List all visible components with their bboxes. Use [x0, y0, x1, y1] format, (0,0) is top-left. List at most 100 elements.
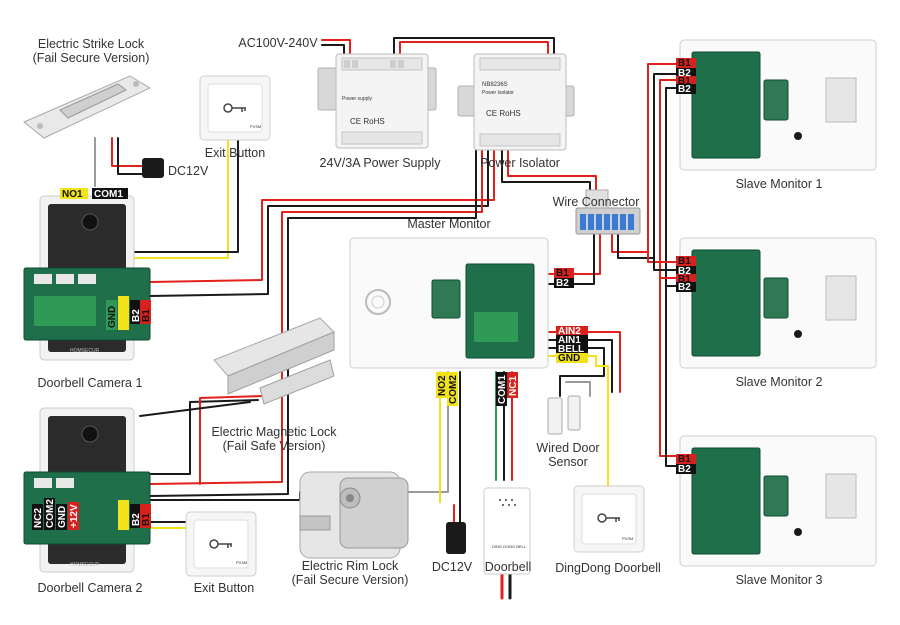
- caption-power-supply: 24V/3A Power Supply: [320, 156, 442, 170]
- caption-strike-lock-2: (Fail Secure Version): [33, 51, 150, 65]
- electric-magnetic-lock: [213, 317, 335, 405]
- camera-2-brand: HOMSECUR: [70, 562, 100, 568]
- camera-2-side-tags: NC2 COM2 GND +12V B2 B1: [32, 498, 152, 530]
- wire-iso-conn-black: [501, 149, 591, 191]
- slave-2-tags: B1 B2 B1 B2: [676, 256, 696, 293]
- master-relay2-tags: NO2 COM2: [436, 372, 459, 406]
- tag-b1: B1: [141, 513, 152, 526]
- slave-monitor-1: [679, 39, 877, 171]
- wire-cam2-up: [139, 401, 251, 417]
- electric-rim-lock: [299, 471, 409, 559]
- tag-12v: +12V: [69, 504, 80, 528]
- isolator-model: NB8236S: [482, 82, 508, 88]
- wire-psu-iso-red: [399, 41, 549, 57]
- terminal-tags: B1 B2 B1 B2 B1 B2 B1 B2 B1 B2 B1 B2 AIN2…: [32, 58, 696, 530]
- caption-magnetic-lock-2: (Fail Safe Version): [223, 439, 326, 453]
- caption-dc12v-bottom: DC12V: [432, 560, 473, 574]
- wire-psu-iso-black: [393, 37, 555, 57]
- wire-rim-gray: [399, 371, 449, 493]
- exit-button-bottom[interactable]: PVSM: [185, 511, 257, 577]
- power-isolator: NB8236S Power Isolator CE RoHS: [457, 53, 575, 151]
- master-relay1-tags: COM1 NC1: [496, 372, 519, 406]
- tag-nc2: NC2: [33, 508, 44, 528]
- caption-power-isolator: Power Isolator: [480, 156, 560, 170]
- caption-doorbell-camera-1: Doorbell Camera 1: [38, 376, 143, 390]
- camera-lens-icon: [81, 425, 99, 443]
- caption-exit-button-bottom: Exit Button: [194, 581, 254, 595]
- tag-b1: B1: [678, 274, 691, 285]
- tag-b2: B2: [678, 464, 691, 475]
- slave-monitor-3: [679, 435, 877, 567]
- wire-sensor-gray: [565, 381, 591, 397]
- tag-ain1: AIN1: [558, 335, 581, 346]
- caption-slave-monitor-2: Slave Monitor 2: [736, 375, 823, 389]
- exit-button-top[interactable]: PVSM: [199, 75, 271, 141]
- power-supply-ce-mark: CE RoHS: [350, 117, 385, 126]
- doorbell-chime: DING DONG BELL: [483, 487, 531, 575]
- camera-1-relay-tags: NO1 COM1: [60, 188, 128, 200]
- power-supply-brand: Power supply: [342, 96, 373, 102]
- tag-b2: B2: [678, 84, 691, 95]
- tag-com1: COM1: [497, 375, 508, 404]
- caption-master-monitor: Master Monitor: [407, 217, 490, 231]
- caption-slave-monitor-1: Slave Monitor 1: [736, 177, 823, 191]
- tag-b2: B2: [678, 282, 691, 293]
- caption-door-sensor-1: Wired Door: [536, 441, 599, 455]
- master-monitor: [349, 237, 549, 369]
- caption-dc12v-top: DC12V: [168, 164, 209, 178]
- tag-no1: NO1: [62, 189, 83, 200]
- wire-strike-black: [117, 137, 143, 175]
- tag-gnd: GND: [57, 506, 68, 528]
- wire-iso-cam1-black: [149, 149, 489, 297]
- wired-door-sensor: [547, 395, 581, 435]
- tag-com2: COM2: [45, 499, 56, 528]
- dingdong-brand: PVSM: [622, 536, 633, 541]
- dc12v-adapter-top: [142, 158, 164, 178]
- wire-iso-cam2-red: [149, 149, 483, 485]
- wire-conn-master-black: [531, 231, 595, 285]
- caption-doorbell-camera-2: Doorbell Camera 2: [38, 581, 143, 595]
- caption-wire-connector: Wire Connector: [553, 195, 640, 209]
- electric-strike-lock: [23, 75, 152, 139]
- caption-exit-button-top: Exit Button: [205, 146, 265, 160]
- master-bus-tags: B1 B2: [554, 268, 574, 289]
- tag-b2: B2: [678, 266, 691, 277]
- caption-ac-input: AC100V-240V: [238, 36, 318, 50]
- wire-iso-cam2-black: [149, 149, 477, 497]
- tag-b2: B2: [556, 278, 569, 289]
- wire-connector: [575, 189, 641, 235]
- caption-magnetic-lock-1: Electric Magnetic Lock: [211, 425, 337, 439]
- captions: Electric Strike Lock (Fail Secure Versio…: [33, 36, 823, 595]
- tag-b1: B1: [678, 256, 691, 267]
- master-io-tags: AIN2 AIN1 BELL GND: [556, 326, 588, 364]
- tag-bell: BELL: [558, 344, 584, 355]
- tag-b2: B2: [131, 513, 142, 526]
- wire-maglock-black: [149, 399, 259, 475]
- dingdong-doorbell[interactable]: PVSM: [573, 485, 645, 553]
- tag-b1: B1: [678, 76, 691, 87]
- caption-rim-lock-2: (Fail Secure Version): [292, 573, 409, 587]
- tag-gnd: GND: [558, 353, 580, 364]
- exit-button-brand: PVSM: [250, 124, 261, 129]
- slave-1-tags: B1 B2 B1 B2: [676, 58, 696, 95]
- wire-strike-red: [111, 137, 143, 167]
- tag-b2: B2: [131, 309, 142, 322]
- caption-rim-lock-1: Electric Rim Lock: [302, 559, 399, 573]
- tag-nc1: NC1: [508, 376, 519, 396]
- wire-ac-red: [321, 39, 351, 57]
- slave-monitor-2: [679, 237, 877, 369]
- caption-slave-monitor-3: Slave Monitor 3: [736, 573, 823, 587]
- tag-b1: B1: [141, 309, 152, 322]
- tag-b1: B1: [678, 58, 691, 69]
- doorbell-camera-1: HOMSECUR: [23, 195, 151, 361]
- caption-door-sensor-2: Sensor: [548, 455, 588, 469]
- camera-1-brand: HOMSECUR: [70, 348, 100, 354]
- tag-b1: B1: [556, 268, 569, 279]
- wire-iso-conn-red: [507, 149, 597, 191]
- tag-com2: COM2: [448, 375, 459, 404]
- doorbell-chime-brand: DING DONG BELL: [492, 544, 527, 549]
- tag-b2: B2: [678, 68, 691, 79]
- doorbell-camera-2: HOMSECUR: [23, 407, 151, 573]
